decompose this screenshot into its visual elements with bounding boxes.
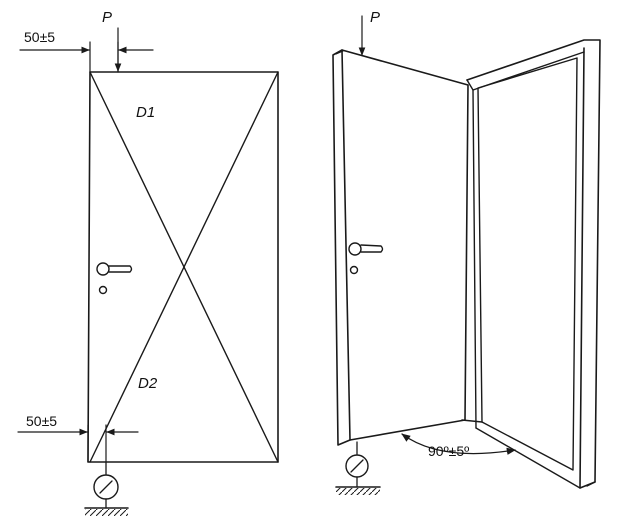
diagonal-d2-line <box>89 71 279 463</box>
bottom-offset-dimension <box>17 424 139 463</box>
right-door-figure: P 90º±5º <box>332 9 601 495</box>
right-door-handle-icon <box>348 242 384 275</box>
angle-label: 90º±5º <box>428 443 469 459</box>
left-dial-gauge-icon <box>84 461 129 516</box>
open-door-leaf <box>332 49 469 446</box>
right-load-label: P <box>370 9 380 26</box>
top-offset-label: 50±5 <box>24 29 55 45</box>
diagonal-d2-label: D2 <box>138 375 158 392</box>
left-load-label: P <box>102 9 112 26</box>
top-offset-dimension <box>19 41 154 73</box>
diagonal-d1-label: D1 <box>136 104 155 121</box>
right-dial-gauge-icon <box>335 441 381 495</box>
left-door-figure: 50±5 P D1 D2 50±5 <box>17 9 279 516</box>
door-frame <box>461 39 601 489</box>
left-door-handle-icon <box>96 262 133 295</box>
bottom-offset-label: 50±5 <box>26 413 57 429</box>
angle-arc <box>401 433 516 455</box>
